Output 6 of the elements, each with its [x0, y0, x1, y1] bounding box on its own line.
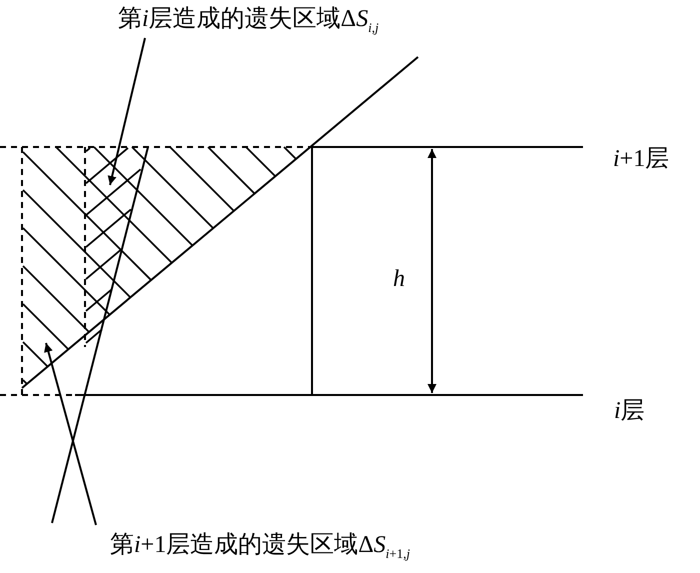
- height-label: h: [393, 266, 405, 292]
- layer-label: i层: [614, 398, 645, 424]
- leader-arrow: [108, 38, 146, 186]
- leader-arrow: [44, 342, 97, 526]
- hatched-region: [22, 146, 297, 384]
- layer-label: i+1层: [613, 146, 670, 172]
